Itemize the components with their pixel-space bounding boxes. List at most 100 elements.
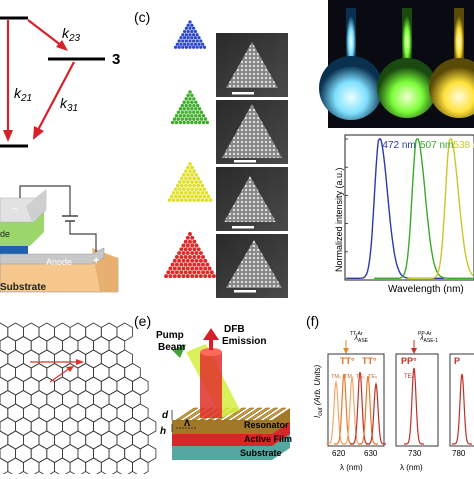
lattice-dot xyxy=(185,39,188,42)
lattice-dot xyxy=(188,162,192,166)
lattice-dot xyxy=(179,255,183,259)
lattice-dot xyxy=(198,187,202,191)
dfb-emission-label-1: DFB xyxy=(224,324,245,335)
hexagon-cell xyxy=(0,458,8,474)
lattice-dot xyxy=(178,180,182,184)
lattice-dot xyxy=(188,39,191,42)
lattice-dot xyxy=(192,104,195,107)
period-label: Λ xyxy=(184,418,190,428)
lattice-dot xyxy=(178,39,181,42)
lattice-dot xyxy=(190,267,194,271)
series-label-0: 472 nm xyxy=(382,140,415,151)
dot-triangle-green xyxy=(171,90,209,124)
lattice-dot xyxy=(202,114,205,117)
lattice-dot xyxy=(192,46,195,49)
pl-spectrum-chart: 472 nm 507 nm 538 nm Wavelength (nm) Nor… xyxy=(334,135,474,295)
lattice-dot xyxy=(178,195,182,199)
lattice-dot xyxy=(188,191,192,195)
lattice-dot xyxy=(196,111,199,114)
dot-triangle-yellow xyxy=(168,162,213,202)
lattice-dot xyxy=(182,173,186,177)
lattice-dot xyxy=(164,274,168,278)
lattice-dot xyxy=(184,177,188,181)
k21-arrowhead xyxy=(3,130,13,142)
lattice-dot xyxy=(168,274,172,278)
lattice-dot xyxy=(171,263,175,267)
mode-te0: TE₀ xyxy=(404,374,415,380)
lattice-dot xyxy=(187,24,190,27)
lattice-dot xyxy=(180,198,184,202)
lattice-dot xyxy=(174,187,178,191)
lattice-dot xyxy=(185,33,188,36)
lattice-dot xyxy=(199,39,202,42)
lattice-dot xyxy=(192,177,196,181)
lattice-dot xyxy=(172,198,176,202)
hexagon-cell xyxy=(117,458,133,474)
lattice-dot xyxy=(192,270,196,274)
k31-arrow xyxy=(38,62,74,130)
lattice-dot xyxy=(196,184,200,188)
lattice-dot xyxy=(188,198,192,202)
lattice-dot xyxy=(194,173,198,177)
xtick-630: 630 xyxy=(364,449,378,458)
tem-image-3 xyxy=(216,167,288,231)
lattice-dot xyxy=(197,263,201,267)
lattice-dot xyxy=(186,173,190,177)
lattice-dot xyxy=(200,184,204,188)
lattice-dot xyxy=(190,195,194,199)
lattice-dot xyxy=(186,251,190,255)
lattice-dot xyxy=(199,267,203,271)
lattice-dot xyxy=(192,247,196,251)
lattice-dot xyxy=(200,117,203,120)
k23-label: k23 xyxy=(62,25,81,44)
active-film-label: Active Film xyxy=(244,434,292,444)
lattice-dot xyxy=(186,114,189,117)
lattice-dot xyxy=(194,114,197,117)
lattice-dot xyxy=(183,43,186,46)
lattice-dot xyxy=(200,198,204,202)
lattice-dot xyxy=(182,267,186,271)
lattice-dot xyxy=(190,236,194,240)
lattice-dot xyxy=(197,36,200,39)
lattice-dot xyxy=(192,111,195,114)
hexagon-cell xyxy=(8,458,24,474)
lattice-dot xyxy=(175,263,179,267)
lattice-dot xyxy=(182,100,185,103)
terminal-plus: + xyxy=(93,255,99,267)
pump-beam-label-2: Beam xyxy=(158,342,185,353)
lattice-dot xyxy=(188,247,192,251)
lattice-dot xyxy=(190,180,194,184)
honeycomb-lattice xyxy=(0,323,156,474)
lattice-dot xyxy=(202,121,205,124)
lattice-dot xyxy=(184,270,188,274)
lattice-dot xyxy=(184,263,188,267)
ase-tt-label: λASETT-Ar xyxy=(350,331,369,344)
lattice-dot xyxy=(188,232,192,236)
lattice-dot xyxy=(177,259,181,263)
lattice-dot xyxy=(182,107,185,110)
lattice-dot xyxy=(177,267,181,271)
lattice-dot xyxy=(172,191,176,195)
lattice-dot xyxy=(186,244,190,248)
scale-bar xyxy=(232,226,254,229)
lattice-dot xyxy=(203,195,207,199)
lattice-dot xyxy=(208,274,212,278)
lattice-dot xyxy=(186,195,190,199)
lattice-dot xyxy=(205,198,209,202)
lattice-dot xyxy=(179,36,182,39)
dot-triangle-red xyxy=(164,232,216,278)
lattice-dot xyxy=(174,195,178,199)
lattice-dot xyxy=(182,121,185,124)
lattice-dot xyxy=(198,180,202,184)
lattice-dot xyxy=(186,94,189,97)
lattice-dot xyxy=(194,36,197,39)
lattice-dot xyxy=(192,240,196,244)
f-y-axis-label: Iout (Arb. Units) xyxy=(313,364,324,418)
lattice-dot xyxy=(186,274,190,278)
lattice-dot xyxy=(184,97,187,100)
lattice-dot xyxy=(184,117,187,120)
lattice-dot xyxy=(200,191,204,195)
lattice-dot xyxy=(188,27,191,30)
tem-image-2 xyxy=(216,100,288,164)
